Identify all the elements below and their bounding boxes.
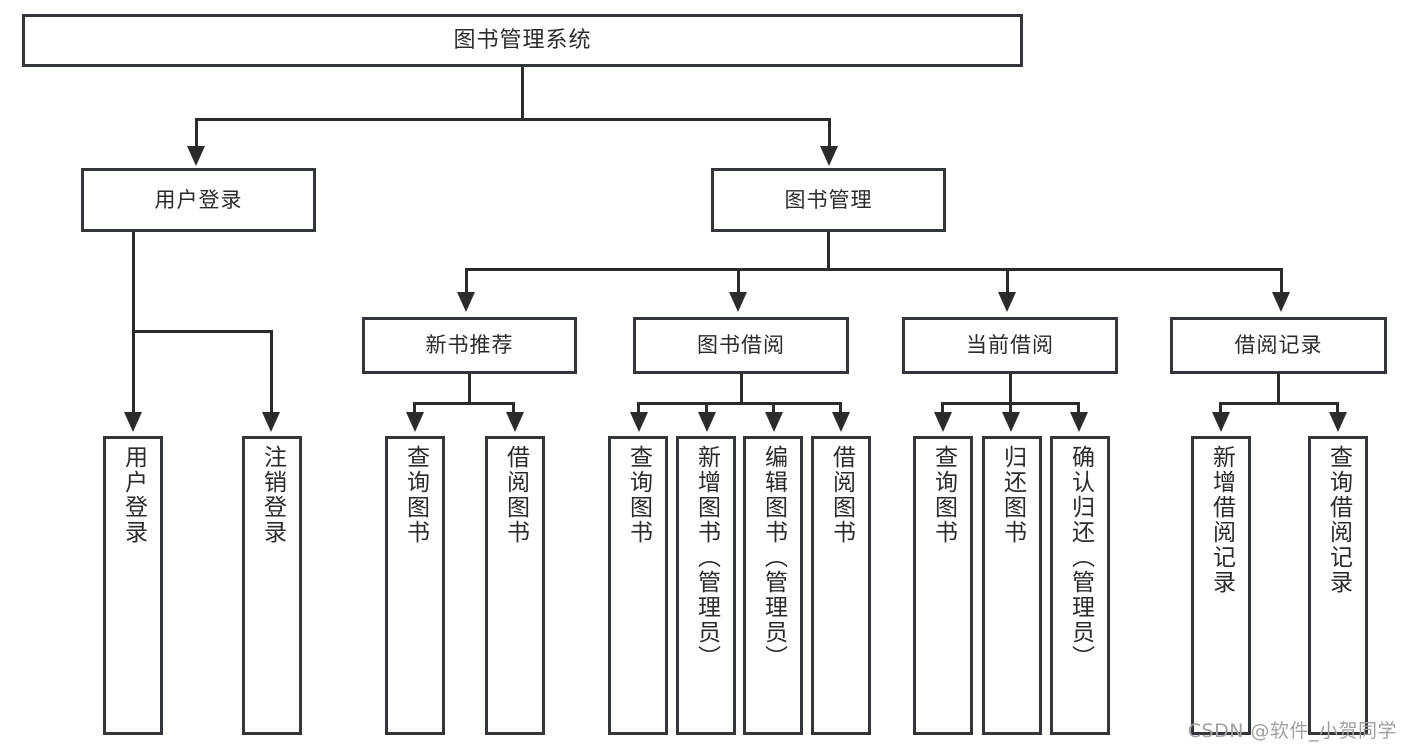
connector-current-stem	[1009, 374, 1012, 404]
connector-user-login-stem	[132, 232, 135, 332]
leaf-borrow-edit-book-admin[interactable]: 编辑图书（管理员）	[743, 436, 803, 735]
leaf-current-query-book[interactable]: 查询图书	[913, 436, 973, 735]
arrowhead-to-leaf-borrow-query-book	[630, 412, 648, 432]
leaf-borrow-borrow-book[interactable]: 借阅图书	[811, 436, 871, 735]
arrowhead-to-leaf-current-confirm-return	[1070, 412, 1088, 432]
node-borrow-record[interactable]: 借阅记录	[1170, 317, 1387, 374]
leaf-recommend-borrow-book[interactable]: 借阅图书	[485, 436, 545, 735]
connector-book-management-bus	[465, 268, 1283, 271]
connector-current-drop-2	[1009, 402, 1012, 414]
node-label: 图书借阅	[697, 333, 785, 358]
leaf-borrow-query-book[interactable]: 查询图书	[608, 436, 668, 735]
connector-current-drop-1	[941, 402, 944, 414]
connector-user-login-drop-2	[270, 330, 273, 414]
node-label: 借阅记录	[1234, 333, 1323, 358]
connector-book-management-stem	[827, 232, 830, 270]
node-user-login[interactable]: 用户登录	[81, 168, 316, 232]
connector-record-drop-2	[1336, 402, 1339, 414]
node-label: 编辑图书（管理员）	[760, 445, 787, 670]
arrowhead-to-leaf-current-query-book	[934, 412, 952, 432]
leaf-record-query-record[interactable]: 查询借阅记录	[1308, 436, 1368, 735]
leaf-record-add-record[interactable]: 新增借阅记录	[1191, 436, 1251, 735]
leaf-current-confirm-return-admin[interactable]: 确认归还（管理员）	[1050, 436, 1110, 735]
connector-recommend-stem	[468, 374, 471, 404]
connector-borrow-bus	[637, 402, 841, 405]
connector-bm-drop-current	[1006, 268, 1009, 294]
arrowhead-to-leaf-recommend-borrow-book	[506, 412, 524, 432]
connector-recommend-drop-2	[512, 402, 515, 414]
node-label: 新增借阅记录	[1208, 445, 1235, 595]
connector-borrow-stem	[740, 374, 743, 404]
node-label: 借阅图书	[828, 445, 855, 545]
leaf-borrow-add-book-admin[interactable]: 新增图书（管理员）	[676, 436, 736, 735]
arrowhead-to-leaf-borrow-edit-book	[765, 412, 783, 432]
connector-root-stem	[521, 67, 524, 120]
arrowhead-to-book-management	[820, 146, 838, 166]
arrowhead-to-leaf-borrow-borrow-book	[832, 412, 850, 432]
connector-recommend-bus	[413, 402, 515, 405]
connector-user-login-drop-1	[132, 330, 135, 414]
csdn-watermark: CSDN @软件_小贺同学	[1187, 720, 1397, 742]
connector-root-bus	[195, 118, 831, 121]
connector-bm-drop-record	[1280, 268, 1283, 294]
arrowhead-to-borrow-record	[1272, 292, 1290, 312]
connector-record-bus	[1219, 402, 1339, 405]
node-label: 查询图书	[625, 445, 652, 545]
connector-borrow-drop-1	[637, 402, 640, 414]
leaf-user-login-logout[interactable]: 注销登录	[242, 436, 302, 735]
arrowhead-to-current-borrow	[998, 292, 1016, 312]
node-new-book-recommend[interactable]: 新书推荐	[362, 317, 577, 374]
node-label: 新书推荐	[425, 333, 514, 358]
arrowhead-to-leaf-record-add	[1212, 412, 1230, 432]
node-label: 查询借阅记录	[1325, 445, 1352, 595]
connector-bm-drop-borrow	[737, 268, 740, 294]
node-label: 新增图书（管理员）	[693, 445, 720, 670]
node-root-book-management-system[interactable]: 图书管理系统	[22, 14, 1023, 67]
arrowhead-to-leaf-user-login-logout	[262, 412, 280, 432]
node-label: 当前借阅	[966, 333, 1054, 358]
connector-recommend-drop-1	[413, 402, 416, 414]
arrowhead-to-user-login	[187, 146, 205, 166]
node-label: 查询图书	[402, 445, 429, 545]
leaf-user-login-login[interactable]: 用户登录	[103, 436, 163, 735]
connector-user-login-bus	[132, 330, 272, 333]
connector-current-drop-3	[1077, 402, 1080, 414]
leaf-recommend-query-book[interactable]: 查询图书	[385, 436, 445, 735]
node-book-management[interactable]: 图书管理	[711, 168, 946, 232]
connector-borrow-drop-3	[772, 402, 775, 414]
arrowhead-to-leaf-borrow-add-book	[698, 412, 716, 432]
node-label: 用户登录	[120, 445, 147, 545]
node-label: 注销登录	[259, 445, 286, 545]
node-label: 图书管理系统	[453, 27, 592, 53]
node-label: 查询图书	[930, 445, 957, 545]
node-label: 确认归还（管理员）	[1067, 445, 1094, 670]
arrowhead-to-book-borrow	[729, 292, 747, 312]
node-current-borrow[interactable]: 当前借阅	[902, 317, 1118, 374]
connector-root-drop-book-management	[828, 118, 831, 148]
connector-borrow-drop-4	[839, 402, 842, 414]
node-book-borrow[interactable]: 图书借阅	[633, 317, 849, 374]
connector-bm-drop-recommend	[465, 268, 468, 294]
arrowhead-to-leaf-current-return-book	[1002, 412, 1020, 432]
arrowhead-to-leaf-record-query	[1329, 412, 1347, 432]
connector-record-stem	[1277, 374, 1280, 404]
arrowhead-to-leaf-recommend-query-book	[406, 412, 424, 432]
node-label: 归还图书	[999, 445, 1026, 545]
node-label: 用户登录	[154, 187, 243, 212]
node-label: 图书管理	[784, 187, 873, 212]
connector-record-drop-1	[1219, 402, 1222, 414]
connector-root-drop-user-login	[195, 118, 198, 148]
arrowhead-to-leaf-user-login-login	[124, 412, 142, 432]
node-label: 借阅图书	[502, 445, 529, 545]
arrowhead-to-new-book-recommend	[457, 292, 475, 312]
leaf-current-return-book[interactable]: 归还图书	[982, 436, 1042, 735]
connector-borrow-drop-2	[705, 402, 708, 414]
